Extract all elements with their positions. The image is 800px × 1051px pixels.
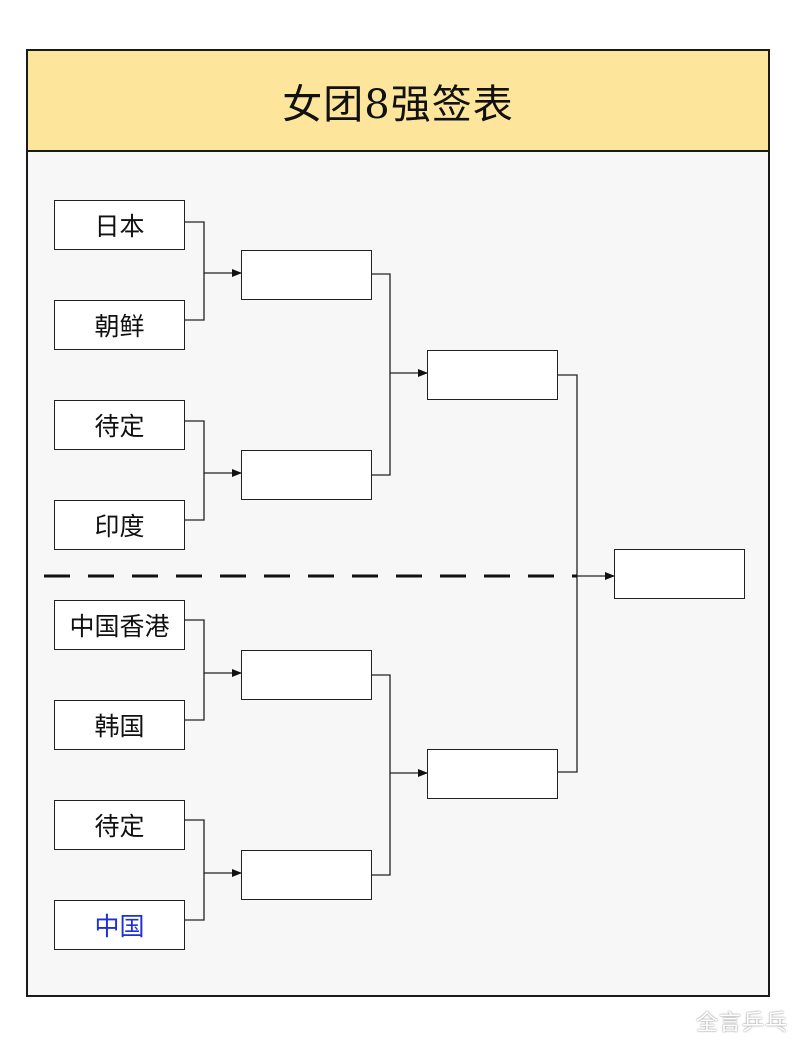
title-bar: 女团8强签表 [28,51,768,152]
team-name: 中国香港 [69,612,170,641]
team-slot-8: 中国 [54,900,185,950]
final-slot [614,549,745,599]
team-name: 待定 [94,412,145,441]
team-slot-1: 日本 [54,200,185,250]
watermark: 全言乒乓 [695,1011,788,1036]
team-name: 印度 [94,512,145,541]
semifinal-slot-1 [427,350,558,400]
team-slot-3: 待定 [54,400,185,450]
team-name: 待定 [94,812,145,841]
team-slot-7: 待定 [54,800,185,850]
team-slot-5: 中国香港 [54,600,185,650]
quarterfinal-slot-2 [241,450,372,500]
team-name: 日本 [94,212,145,241]
semifinal-slot-2 [427,749,558,799]
team-slot-6: 韩国 [54,700,185,750]
team-name: 韩国 [94,712,145,741]
team-name: 中国 [94,912,145,941]
quarterfinal-slot-3 [241,650,372,700]
quarterfinal-slot-1 [241,250,372,300]
page-title: 女团8强签表 [282,81,514,128]
quarterfinal-slot-4 [241,850,372,900]
team-slot-4: 印度 [54,500,185,550]
team-slot-2: 朝鲜 [54,300,185,350]
team-name: 朝鲜 [94,312,145,341]
